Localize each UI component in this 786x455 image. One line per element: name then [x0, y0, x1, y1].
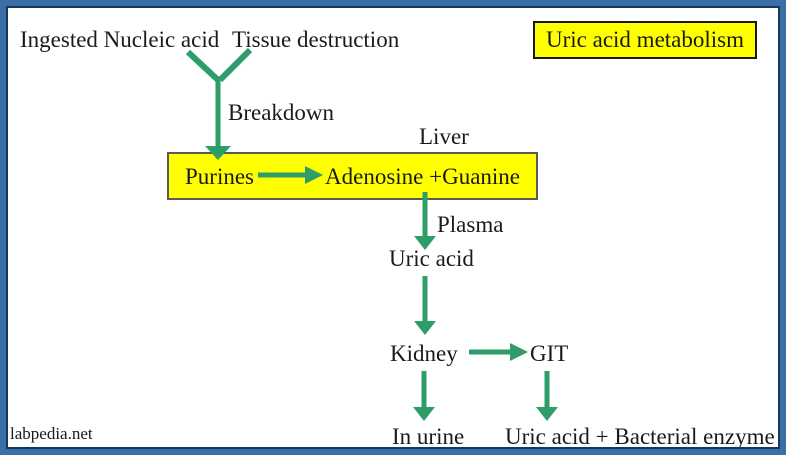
- arrow-uric-acid-to-kidney: [414, 276, 436, 335]
- node-tissue-destruction: Tissue destruction: [232, 27, 400, 52]
- label-liver: Liver: [419, 124, 469, 149]
- arrow-adenosine-to-uric-acid: [414, 192, 436, 250]
- node-adenosine-guanine: Adenosine +Guanine: [325, 164, 521, 189]
- inner-frame-border: [6, 6, 780, 449]
- node-in-urine: In urine: [392, 424, 465, 449]
- node-git-result: Uric acid + Bacterial enzyme: [505, 424, 775, 449]
- edge-label-plasma: Plasma: [437, 212, 504, 237]
- node-purines: Purines: [185, 164, 254, 189]
- node-git: GIT: [530, 341, 569, 366]
- arrow-git-to-result: [536, 371, 558, 421]
- arrow-kidney-to-git: [469, 343, 528, 361]
- node-kidney: Kidney: [390, 341, 458, 366]
- node-ingested-nucleic-acid: Ingested Nucleic acid: [20, 27, 220, 52]
- edge-label-breakdown: Breakdown: [228, 100, 335, 125]
- node-uric-acid: Uric acid: [389, 246, 474, 271]
- diagram-title-box: Uric acid metabolism: [533, 21, 757, 59]
- arrow-kidney-to-urine: [413, 371, 435, 421]
- purines-adenosine-box: Purines Adenosine +Guanine: [167, 152, 538, 200]
- watermark-labpedia: labpedia.net: [10, 424, 93, 443]
